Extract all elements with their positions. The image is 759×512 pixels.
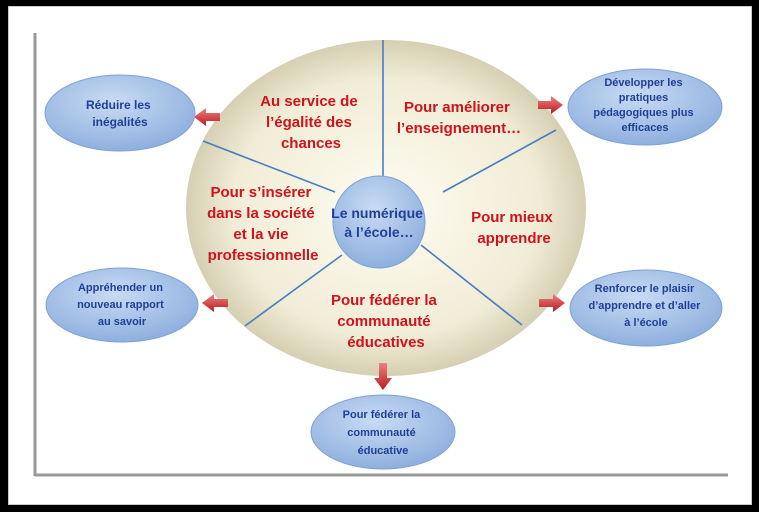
svg-text:Réduire les inégalités: Réduire les inégalités: [86, 98, 154, 129]
center-label: Le numérique à l’école…: [331, 205, 427, 240]
outcome-apprehender: Appréhender un nouveau rapport au savoir: [45, 267, 199, 343]
segment-dividers: [202, 40, 557, 327]
segment-apprendre: Pour mieux apprendre: [471, 209, 557, 247]
arrow-left-icon: [202, 294, 228, 312]
segment-inserer: Pour s’insérer dans la société et la vie…: [207, 184, 319, 264]
segment-federer: Pour fédérer la communauté éducatives: [331, 292, 441, 351]
arrow-down-icon: [374, 363, 392, 390]
arrow-right-icon: [539, 294, 565, 312]
segment-egalite: Au service de l’égalité des chances: [260, 93, 362, 152]
segment-enseignement: Pour améliorer l’enseignement…: [397, 99, 521, 137]
arrow-left-icon: [194, 108, 220, 126]
outcome-federer: Pour fédérer la communauté éducative: [310, 394, 456, 470]
svg-text:Renforcer le plaisir d’a: Renforcer le plaisir d’apprendre et d’al…: [589, 283, 704, 329]
svg-text:Développer les pratiques: Développer les pratiques pédagogiques pl…: [593, 77, 696, 134]
arrow-right-icon: [538, 96, 563, 114]
outcome-renforcer: Renforcer le plaisir d’apprendre et d’al…: [569, 269, 723, 347]
outcome-reduire: Réduire les inégalités: [44, 74, 196, 152]
outcome-developper: Développer les pratiques pédagogiques pl…: [567, 68, 723, 146]
center-circle: [332, 175, 426, 269]
svg-text:Appréhender un nouveau r: Appréhender un nouveau rapport au savoir: [77, 282, 167, 328]
svg-text:Pour fédérer la communau: Pour fédérer la communauté éducative: [343, 409, 424, 457]
